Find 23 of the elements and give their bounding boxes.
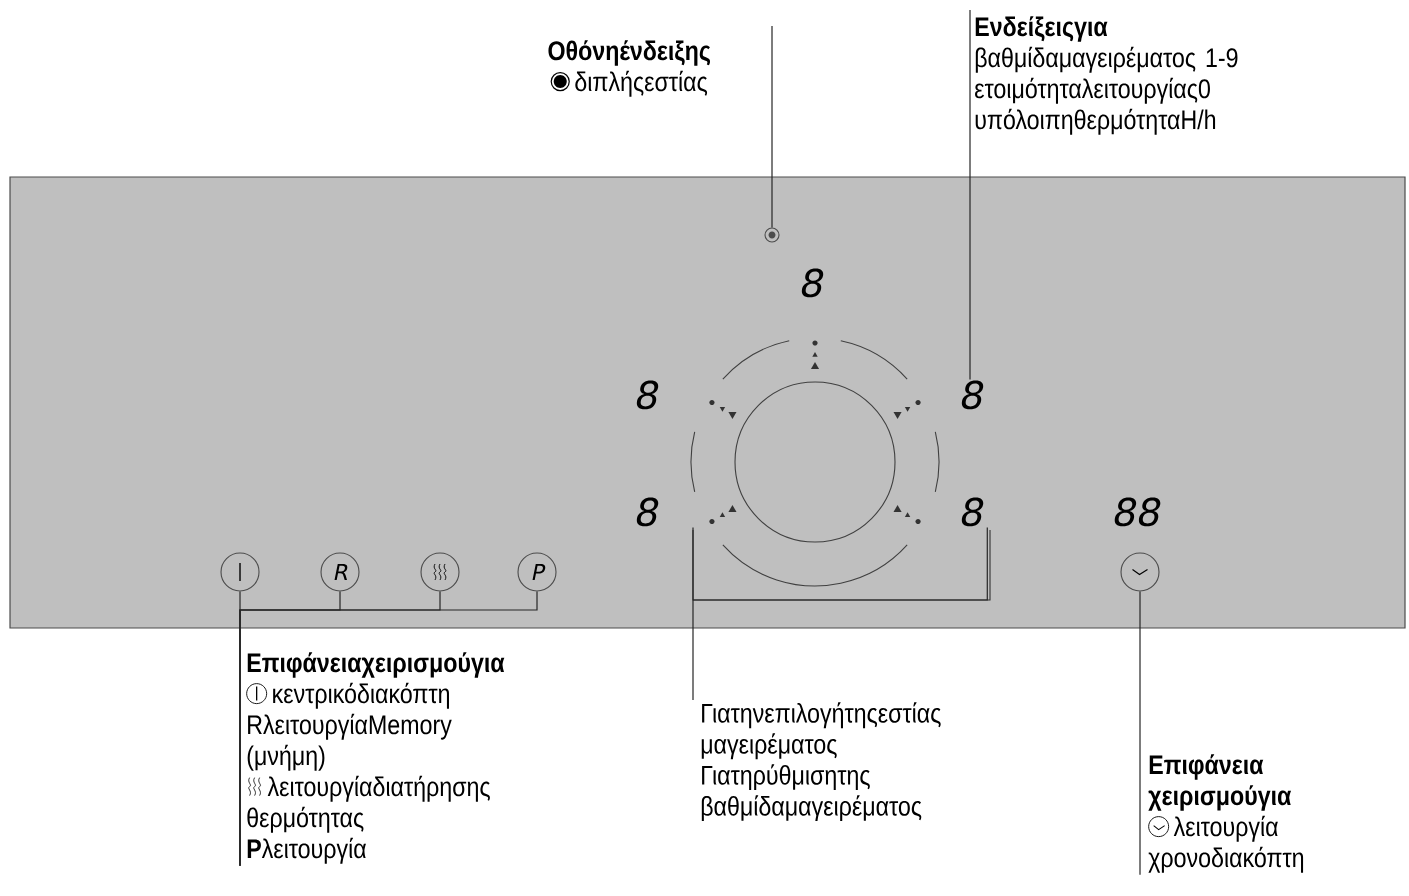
callout-text: Επιφάνεια χειρισμούγια λειτουργία χρονοδιακόπτη — [1148, 754, 1304, 873]
leader-line — [771, 25, 773, 229]
control-panel — [9, 176, 1406, 629]
segment-display: 88 — [1114, 497, 1161, 527]
segment-display: 8 — [636, 497, 659, 527]
leader-line — [969, 9, 971, 381]
segment-display: 8 — [961, 380, 984, 410]
indicator-light — [764, 227, 780, 243]
callout-text: Επιφάνειαχειρισμούγια κεντρικόδιακόπτη RλειτουργίαMemory (μνήμη) λειτουργίαδιατήρησης θερμότητας Pλειτουργία — [246, 652, 505, 864]
control-button — [220, 552, 260, 592]
leader-line — [1139, 590, 1141, 876]
segment-display: 8 — [636, 380, 659, 410]
control-button — [420, 552, 460, 592]
control-button: P — [517, 552, 557, 592]
segment-display: 8 — [961, 497, 984, 527]
control-button: R — [320, 552, 360, 592]
leader-line — [239, 590, 538, 867]
callout-text: Οθόνηένδειξης διπλήςεστίας — [548, 40, 710, 97]
segment-display: 8 — [801, 268, 824, 298]
leader-line — [692, 526, 988, 701]
control-button — [1120, 552, 1160, 592]
callout-text: Ενδείξειςγια βαθμίδαμαγειρέματος 1-9 ετοιμότηταλειτουργίας0 υπόλοιπηθερμότηταH/h — [975, 16, 1238, 135]
callout-text: Γιατηνεπιλογήτηςεστίας μαγειρέματος Γιατηρύθμισητης βαθμίδαμαγειρέματος — [701, 702, 941, 822]
